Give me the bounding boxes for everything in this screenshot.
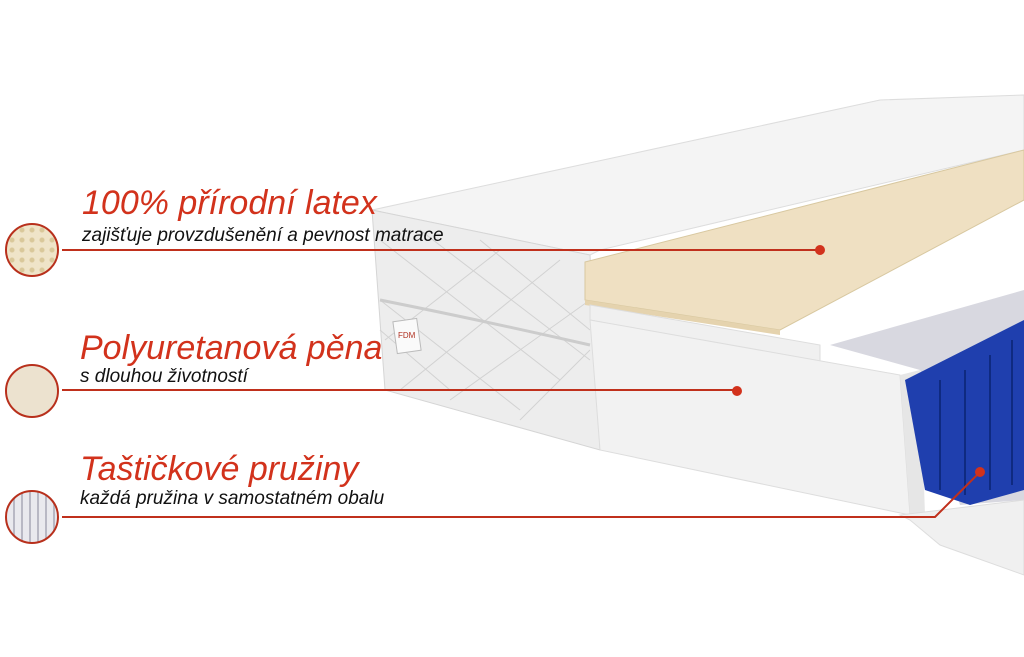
- foam-marker: [732, 386, 742, 396]
- foam-title: Polyuretanová pěna: [80, 329, 383, 367]
- springs-subtitle: každá pružina v samostatném obalu: [80, 488, 385, 509]
- springs-swatch: [5, 490, 59, 544]
- latex-subtitle: zajišťuje provzdušenění a pevnost matrac…: [82, 225, 444, 246]
- springs-marker: [975, 467, 985, 477]
- springs-title: Taštičkové pružiny: [80, 450, 359, 488]
- foam-swatch: [5, 364, 59, 418]
- latex-swatch: [5, 223, 59, 277]
- foam-subtitle: s dlouhou životností: [80, 366, 248, 387]
- latex-title: 100% přírodní latex: [82, 184, 377, 222]
- latex-marker: [815, 245, 825, 255]
- fdm-tag: FDM: [398, 331, 416, 340]
